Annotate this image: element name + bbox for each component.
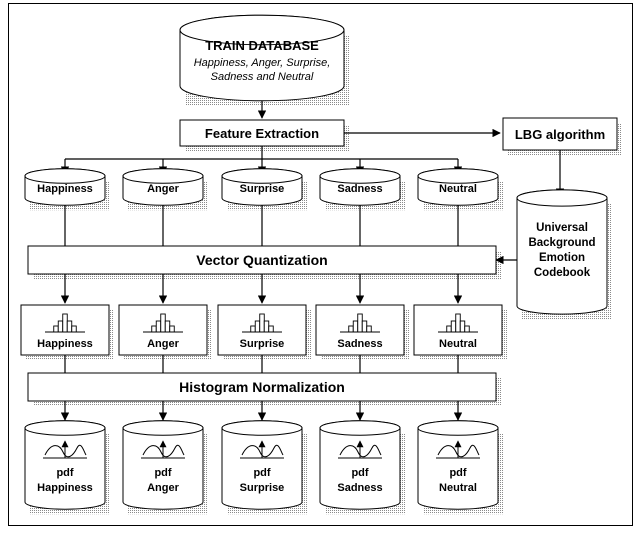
train-database-subtitle: Happiness, Anger, Surprise, [194,57,331,69]
histogram-bar [450,320,457,333]
pdf-prefix-label: pdf [154,467,171,479]
histogram-bar [361,320,368,333]
pdf-curve [142,444,185,458]
histogram-bar [459,320,466,333]
histogram-normalization-box [27,372,497,402]
train-database-subtitle: Sadness and Neutral [211,71,314,83]
emotion-db-cylinder-top [221,168,303,184]
emotion-db-cylinder-top [319,168,401,184]
vector-quantization-label: Vector Quantization [196,252,327,268]
pdf-curve [437,444,480,458]
emotion-db-cylinder-top [24,168,106,184]
histogram-label: Anger [147,338,180,350]
lbg-algorithm-label: LBG algorithm [515,127,605,142]
histogram-bar [151,325,157,333]
pdf-prefix-label: pdf [56,467,73,479]
pdf-prefix-label: pdf [351,467,368,479]
pdf-curve-icon [436,440,480,459]
emotion-db-label: Sadness [337,183,382,195]
feature-extraction-label: Feature Extraction [205,126,319,141]
histogram-bar [366,325,372,333]
histogram-label: Neutral [439,338,477,350]
histogram-bar [352,320,359,333]
histogram-bar [446,325,452,333]
histogram-icon [340,313,380,333]
emotion-db-label: Anger [147,183,180,195]
pdf-emotion-label: Neutral [439,482,477,494]
histogram-icon [242,313,282,333]
codebook-label: Background [528,237,595,249]
lbg-algorithm-box [502,117,618,151]
emotion-db-cylinder-top [417,168,499,184]
codebook-cylinder-top [516,189,608,207]
codebook-label: Emotion [539,252,585,264]
histogram-bar [250,325,256,333]
emotion-db-label: Surprise [240,183,285,195]
pdf-cylinder-top [221,420,303,436]
histogram-bar [164,320,171,333]
pdf-emotion-label: Surprise [240,482,285,494]
codebook-label: Universal [536,222,588,234]
histogram-label: Surprise [240,338,285,350]
histogram-bar [259,313,265,333]
pdf-curve-icon [240,440,284,459]
histogram-bar [464,325,470,333]
pdf-curve [44,444,87,458]
pdf-emotion-label: Anger [147,482,180,494]
pdf-cylinder-top [122,420,204,436]
vector-quantization-box [27,245,497,275]
histogram-bar [155,320,162,333]
feature-extraction-box [179,119,345,147]
pdf-emotion-label: Happiness [37,482,93,494]
pdf-prefix-label: pdf [253,467,270,479]
histogram-bar [53,325,59,333]
pdf-cylinder-top [319,420,401,436]
histogram-icon [45,313,85,333]
pdf-curve [241,444,284,458]
histogram-bar [263,320,270,333]
connector-layer [60,96,565,421]
histogram-normalization-label: Histogram Normalization [179,379,345,395]
emotion-db-label: Happiness [37,183,93,195]
histogram-label: Sadness [337,338,382,350]
histogram-bar [57,320,64,333]
pdf-prefix-label: pdf [449,467,466,479]
codebook-label: Codebook [534,267,591,279]
emotion-db-cylinder-top [122,168,204,184]
pdf-curve [339,444,382,458]
pdf-cylinder-top [24,420,106,436]
histogram-bar [160,313,166,333]
histogram-bar [71,325,77,333]
pdf-emotion-label: Sadness [337,482,382,494]
histogram-bar [348,325,354,333]
histogram-bar [357,313,363,333]
pdf-curve-icon [43,440,87,459]
histogram-icon [143,313,183,333]
histogram-bar [268,325,274,333]
histogram-bar [455,313,461,333]
histogram-bar [62,313,68,333]
pdf-curve-icon [141,440,185,459]
histogram-bar [254,320,261,333]
train-database-title: TRAIN DATABASE [205,38,319,53]
histogram-label: Happiness [37,338,93,350]
histogram-bar [169,325,175,333]
shape-layer: TRAIN DATABASE Happiness, Anger, Surprise… [20,14,618,510]
emotion-db-label: Neutral [439,183,477,195]
histogram-bar [66,320,73,333]
pdf-cylinder-top [417,420,499,436]
pdf-curve-icon [338,440,382,459]
histogram-icon [438,313,478,333]
outer-frame [8,3,633,526]
train-database-cylinder-top [179,14,345,46]
